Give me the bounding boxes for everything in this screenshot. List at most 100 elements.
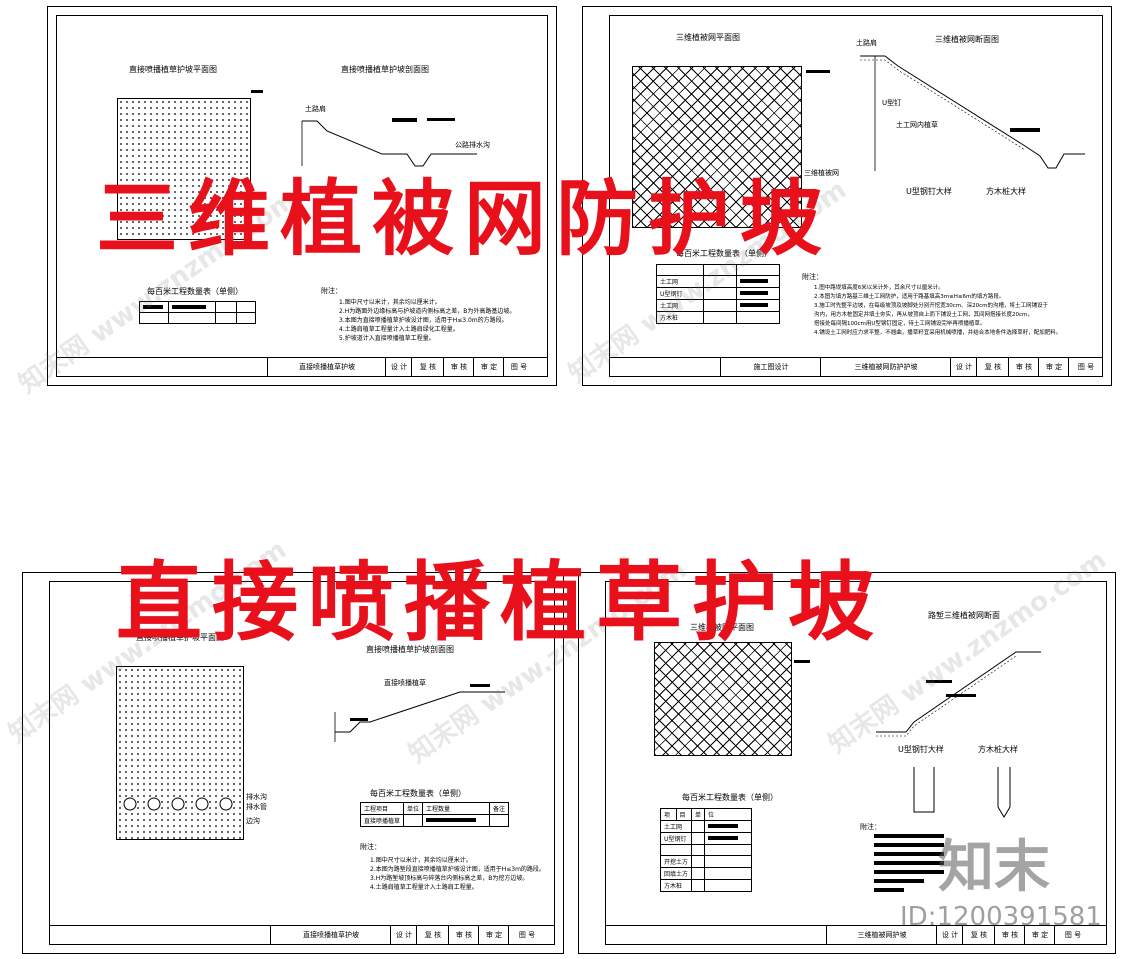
drawing-sheet-bottom-left: 直接喷播植草护坡平面图 直接喷播植草护坡剖面图 排水沟 排水管 边沟 直接喷播植… <box>22 572 564 954</box>
note-line: 3.H为路堑坡顶标高与碎落台内侧标高之差，B为挖方边坡。 <box>370 875 529 882</box>
label-spray: 直接喷播植草 <box>384 679 426 687</box>
note-redacted-line <box>874 870 944 874</box>
label-soil-shoulder: 土路肩 <box>305 105 326 113</box>
section-title: 路堑三维植被网断面 <box>928 611 1000 620</box>
cell-drawing-no: 图 号 <box>503 358 534 376</box>
quantity-table: 项 目 单 位 土工网 U型钢钉 开挖土方 回填土方 方木桩 <box>659 808 753 892</box>
table-cell <box>659 844 693 856</box>
plan-title: 直接喷播植草护坡平面图 <box>136 633 224 642</box>
note-line: 4.土路肩植草工程量计入土路肩工程量。 <box>370 884 478 891</box>
plan-net-area <box>632 66 802 228</box>
title-block: 三维植被网护坡 设 计 复 核 审 核 审 定 图 号 <box>606 925 1106 944</box>
cell-audit: 审 核 <box>443 358 474 376</box>
plan-title: 直接喷播植草护坡平面图 <box>129 65 217 74</box>
table-header-cell: 工程项目 <box>359 802 405 815</box>
notes-title: 附注： <box>802 273 823 281</box>
drawing-name: 三维植被网防护护坡 <box>820 358 951 376</box>
drawing-name: 三维植被网护坡 <box>826 926 937 944</box>
table-cell: 直接喷播植草 <box>359 814 405 827</box>
section-drawing <box>301 118 477 167</box>
u-nail-detail <box>913 767 935 813</box>
detail-title-wood-pile: 方木桩大样 <box>978 745 1018 754</box>
notes-title: 附注： <box>860 823 881 831</box>
cell-audit: 审 核 <box>994 926 1025 944</box>
cell-approve: 审 定 <box>478 926 509 944</box>
cell-approve: 审 定 <box>1024 926 1055 944</box>
label-edge: 边沟 <box>246 817 260 825</box>
section-drawing <box>876 651 1041 737</box>
note-redacted-line <box>874 843 944 847</box>
cell-drawing-no: 图 号 <box>508 926 545 944</box>
notes-title: 附注： <box>321 287 342 295</box>
plan-label-block <box>251 194 263 197</box>
overlay-title-bottom: 直接喷播植草护坡 <box>116 552 884 653</box>
note-redacted-line <box>874 888 904 892</box>
cell-review: 复 核 <box>411 358 444 376</box>
section-drawing <box>334 684 505 742</box>
drawing-sheet-top-right: 三维植被网平面图 三维植被网断面图 三维植被网 土路肩 U型钉 土工网内植草 U… <box>582 6 1112 386</box>
drawing-name: 直接喷播植草护坡 <box>267 358 386 376</box>
cell-review: 复 核 <box>962 926 995 944</box>
note-line: 5.护坡道计入直接喷播植草工程量。 <box>339 335 435 342</box>
note-line: 搭接处每间隔100cm用U型钢钉固定，待土工网铺设完毕再喷播植草。 <box>814 321 986 327</box>
overlay-title-top: 三维植被网防护坡 <box>96 171 833 267</box>
plan-slope-area <box>116 666 244 840</box>
plan-net-area <box>654 642 792 756</box>
label-drain1: 排水沟 <box>246 793 267 801</box>
cell-design: 设 计 <box>936 926 963 944</box>
table-header-cell: 备注 <box>489 802 510 815</box>
note-line: 3.施工时先整平边坡，在每级坡顶及坡脚处分别开挖宽30cm、深20cm的沟槽，将… <box>814 303 1049 309</box>
note-redacted-line <box>874 861 944 865</box>
cell-design: 设 计 <box>385 358 412 376</box>
plan-title: 三维植被网平面图 <box>676 33 740 42</box>
quantity-table <box>139 301 256 324</box>
cell-audit: 审 核 <box>448 926 479 944</box>
note-line: 4.土路肩植草工程量计入土路肩绿化工程量。 <box>339 326 459 333</box>
table-header-cell: 位 <box>704 808 753 821</box>
table-cell: U型钢钉 <box>659 832 693 845</box>
cell-review: 复 核 <box>976 358 1009 376</box>
table-title: 每百米工程数量表（单侧） <box>682 793 778 802</box>
quantity-table: 工程项目 单位 工程数量 备注 直接喷播植草 <box>359 802 510 827</box>
section-drawing <box>860 55 1085 171</box>
cell-review: 复 核 <box>416 926 449 944</box>
note-line: 3.本图为直接喷播植草护坡设计图，适用于H≤3.0m的方路段。 <box>339 317 508 324</box>
note-redacted-line <box>874 852 944 856</box>
detail-title-u-nail: U型钢钉大样 <box>898 745 944 754</box>
sheet-frame: 直接喷播植草护坡平面图 直接喷播植草护坡剖面图 排水沟 排水管 边沟 直接喷播植… <box>49 581 555 945</box>
cell-approve: 审 定 <box>1038 358 1069 376</box>
note-line: 沟内，用方木桩固定并填土夯实，再从坡顶自上而下铺设土工网，其间网搭接长度20cm… <box>814 312 1033 318</box>
label-geo-net: 土工网内植草 <box>896 121 938 129</box>
plan-label-block <box>806 70 830 73</box>
table-header-cell: 单位 <box>403 802 424 815</box>
table-header-cell: 目 <box>675 808 693 821</box>
section-title: 三维植被网断面图 <box>935 35 999 44</box>
table-cell: 回填土方 <box>659 867 693 880</box>
drawing-name: 直接喷播植草护坡 <box>270 926 391 944</box>
label-drain: 公路排水沟 <box>455 141 490 149</box>
note-line: 4.铺设土工网时应力求平整，不翘曲，播草籽宜采用机械喷播，并结合本地条件选择草籽… <box>814 330 1062 336</box>
title-block: 施工图设计 三维植被网防护护坡 设 计 复 核 审 核 审 定 图 号 <box>610 357 1102 376</box>
label-soil-shoulder: 土路肩 <box>856 39 877 47</box>
drain-circles <box>123 797 233 811</box>
cell-design: 设 计 <box>390 926 417 944</box>
table-header-cell: 项 <box>660 808 677 821</box>
cell-drawing-no: 图 号 <box>1068 358 1103 376</box>
plan-title: 三维植被网平面图 <box>690 623 754 632</box>
note-line: 1.图中路堤填高度6米以米计外，其余尺寸以厘米计。 <box>814 285 944 291</box>
table-header-cell: 工程数量 <box>422 802 491 815</box>
note-line: 1.图中尺寸以米计，其余均以厘米计。 <box>370 857 472 864</box>
table-cell: 方木桩 <box>659 879 693 892</box>
title-block: 直接喷播植草护坡 设 计 复 核 审 核 审 定 图 号 <box>57 357 547 376</box>
wood-pile-detail <box>997 767 1011 818</box>
detail-title-wood-pile: 方木桩大样 <box>986 187 1026 196</box>
table-title: 每百米工程数量表（单侧） <box>370 789 466 798</box>
label-drain2: 排水管 <box>246 803 267 811</box>
table-title: 每百米工程数量表（单侧） <box>676 249 772 258</box>
stage-label: 施工图设计 <box>720 358 821 376</box>
note-line: 2.本图为填方路基三维土工网防护，适用于路基填高3m≤H≤6m的填方路段。 <box>814 294 1005 300</box>
section-title: 直接喷播植草护坡剖面图 <box>341 65 429 74</box>
note-line: 1.图中尺寸以米计，其余均以厘米计。 <box>339 299 441 306</box>
sheet-frame: 直接喷播植草护坡平面图 直接喷播植草护坡剖面图 土路肩 公路排水沟 每百米工程数… <box>56 15 548 377</box>
note-redacted-line <box>874 879 924 883</box>
